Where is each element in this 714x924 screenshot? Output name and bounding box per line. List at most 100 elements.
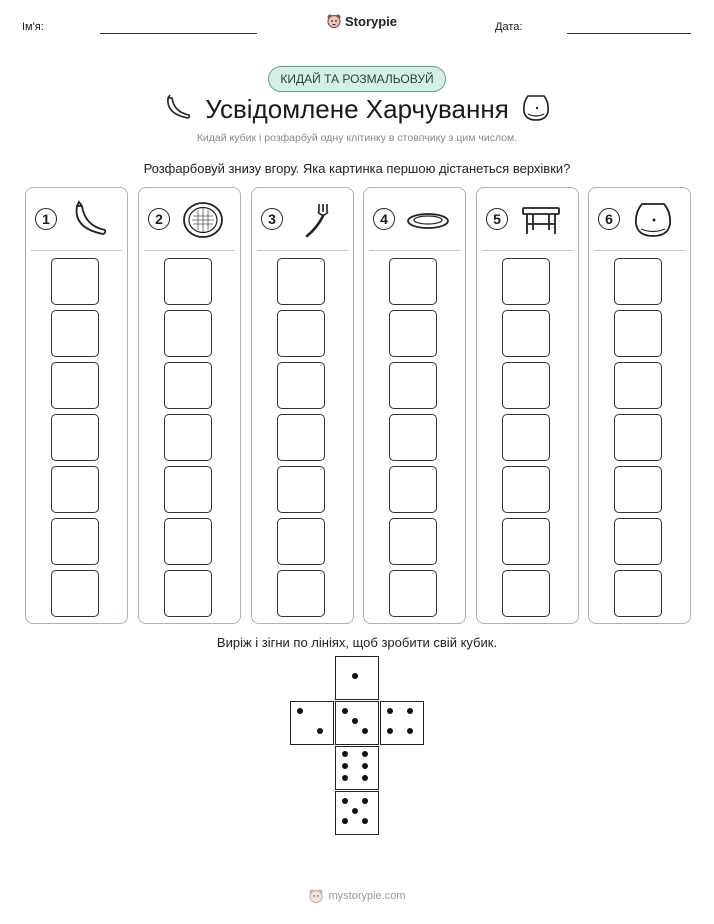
column-5: 5 bbox=[476, 187, 579, 624]
dice-pip bbox=[352, 673, 358, 679]
color-cell[interactable] bbox=[502, 570, 550, 617]
color-cell[interactable] bbox=[614, 466, 662, 513]
dice-net bbox=[290, 656, 430, 836]
color-cell[interactable] bbox=[502, 414, 550, 461]
dice-pip bbox=[342, 751, 348, 757]
game-badge: КИДАЙ ТА РОЗМАЛЬОВУЙ bbox=[268, 66, 446, 92]
color-cell[interactable] bbox=[502, 466, 550, 513]
color-cell[interactable] bbox=[614, 258, 662, 305]
dice-pip bbox=[362, 728, 368, 734]
color-cell[interactable] bbox=[389, 362, 437, 409]
column-divider bbox=[369, 250, 460, 251]
banana-icon bbox=[167, 94, 191, 119]
color-cell[interactable] bbox=[277, 466, 325, 513]
color-cell[interactable] bbox=[51, 310, 99, 357]
color-cell[interactable] bbox=[389, 466, 437, 513]
dice-pip bbox=[387, 728, 393, 734]
dice-face-4 bbox=[380, 701, 424, 745]
dice-pip bbox=[342, 818, 348, 824]
color-cell[interactable] bbox=[277, 414, 325, 461]
column-divider bbox=[31, 250, 122, 251]
dice-pip bbox=[407, 708, 413, 714]
dice-face-3 bbox=[335, 701, 379, 745]
column-2: 2 bbox=[138, 187, 241, 624]
column-number: 5 bbox=[486, 208, 508, 230]
color-cell[interactable] bbox=[614, 570, 662, 617]
color-cell[interactable] bbox=[614, 518, 662, 565]
footer-url: mystorypie.com bbox=[328, 890, 406, 902]
column-1: 1 bbox=[25, 187, 128, 624]
plate-icon bbox=[405, 200, 451, 240]
dice-pip bbox=[387, 708, 393, 714]
color-cell[interactable] bbox=[51, 258, 99, 305]
color-cell[interactable] bbox=[277, 362, 325, 409]
cut-instruction: Виріж і зігни по лініях, щоб зробити сві… bbox=[216, 635, 498, 650]
column-divider bbox=[144, 250, 235, 251]
color-cell[interactable] bbox=[389, 570, 437, 617]
color-cell[interactable] bbox=[389, 258, 437, 305]
pie-icon bbox=[180, 200, 226, 240]
color-cell[interactable] bbox=[277, 258, 325, 305]
dice-face-6 bbox=[335, 746, 379, 790]
logo-text: Storypie bbox=[345, 13, 398, 29]
color-cell[interactable] bbox=[164, 258, 212, 305]
column-number: 6 bbox=[598, 208, 620, 230]
color-cell[interactable] bbox=[51, 570, 99, 617]
dice-pip bbox=[352, 808, 358, 814]
color-cell[interactable] bbox=[502, 258, 550, 305]
dice-pip bbox=[342, 775, 348, 781]
color-cell[interactable] bbox=[164, 518, 212, 565]
color-cell[interactable] bbox=[502, 362, 550, 409]
color-cell[interactable] bbox=[614, 362, 662, 409]
dice-pip bbox=[362, 798, 368, 804]
tummy-icon bbox=[630, 200, 676, 240]
storypie-mascot-icon bbox=[327, 14, 341, 29]
name-line[interactable] bbox=[100, 33, 257, 34]
column-3: 3 bbox=[251, 187, 354, 624]
dice-pip bbox=[407, 728, 413, 734]
date-label: Дата: bbox=[495, 21, 523, 33]
color-cell[interactable] bbox=[389, 518, 437, 565]
color-cell[interactable] bbox=[51, 362, 99, 409]
banana-icon bbox=[67, 200, 113, 240]
column-4: 4 bbox=[363, 187, 466, 624]
footer: mystorypie.com bbox=[0, 888, 714, 904]
color-cell[interactable] bbox=[51, 518, 99, 565]
color-cell[interactable] bbox=[277, 518, 325, 565]
dice-pip bbox=[362, 763, 368, 769]
color-cell[interactable] bbox=[164, 570, 212, 617]
dice-pip bbox=[362, 751, 368, 757]
color-cell[interactable] bbox=[277, 310, 325, 357]
color-cell[interactable] bbox=[389, 414, 437, 461]
color-cell[interactable] bbox=[164, 414, 212, 461]
color-cell[interactable] bbox=[51, 466, 99, 513]
dice-pip bbox=[362, 818, 368, 824]
storypie-logo: Storypie bbox=[326, 13, 397, 29]
column-number: 1 bbox=[35, 208, 57, 230]
column-divider bbox=[594, 250, 685, 251]
dice-pip bbox=[297, 708, 303, 714]
color-cell[interactable] bbox=[502, 518, 550, 565]
color-cell[interactable] bbox=[614, 414, 662, 461]
color-cell[interactable] bbox=[389, 310, 437, 357]
dice-pip bbox=[342, 708, 348, 714]
dice-face-5 bbox=[335, 791, 379, 835]
color-cell[interactable] bbox=[614, 310, 662, 357]
name-label: Ім'я: bbox=[22, 21, 44, 33]
color-cell[interactable] bbox=[164, 362, 212, 409]
subtitle: Кидай кубик і розфарбуй одну клітинку в … bbox=[196, 132, 518, 144]
color-cell[interactable] bbox=[277, 570, 325, 617]
page-title: Усвідомлене Харчування bbox=[205, 94, 509, 124]
storypie-mascot-icon bbox=[309, 889, 324, 904]
color-cell[interactable] bbox=[164, 466, 212, 513]
date-line[interactable] bbox=[567, 33, 691, 34]
column-divider bbox=[482, 250, 573, 251]
column-6: 6 bbox=[588, 187, 691, 624]
tummy-icon bbox=[523, 95, 549, 121]
dice-pip bbox=[362, 775, 368, 781]
color-cell[interactable] bbox=[164, 310, 212, 357]
color-cell[interactable] bbox=[502, 310, 550, 357]
column-number: 4 bbox=[373, 208, 395, 230]
color-cell[interactable] bbox=[51, 414, 99, 461]
dice-pip bbox=[352, 718, 358, 724]
